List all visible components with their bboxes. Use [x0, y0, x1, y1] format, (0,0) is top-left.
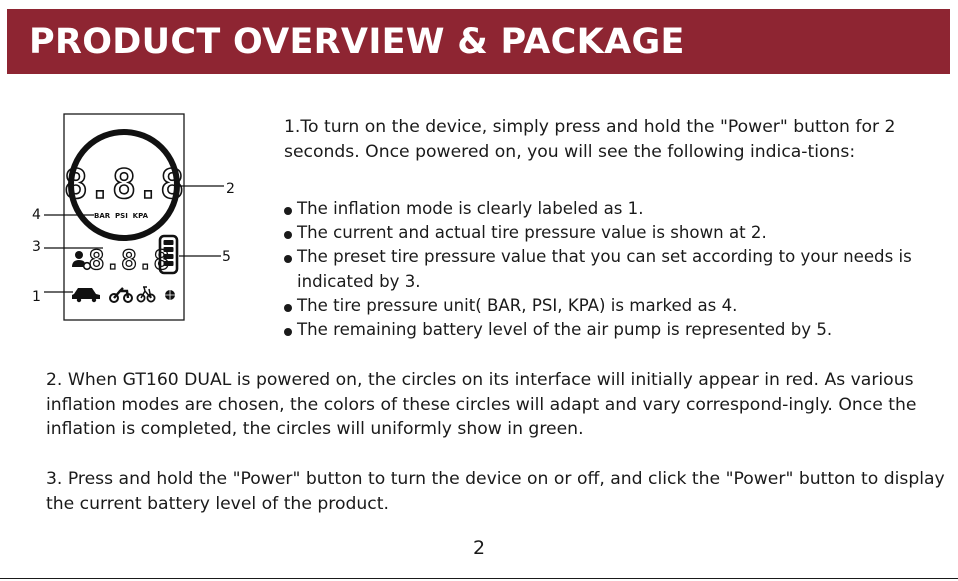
power-button-paragraph: 3. Press and hold the "Power" button to … [46, 469, 945, 514]
callout-3: 3 [32, 239, 41, 255]
pressure-ring [68, 129, 180, 241]
list-item-text: The preset tire pressure value that you … [297, 247, 912, 291]
list-item-text: The tire pressure unit( BAR, PSI, KPA) i… [297, 295, 738, 315]
callout-4: 4 [32, 207, 41, 223]
header-banner: PRODUCT OVERVIEW & PACKAGE [7, 9, 950, 74]
list-item: The remaining battery level of the air p… [284, 318, 944, 342]
page-number: 2 [472, 537, 486, 559]
indicator-list: The inflation mode is clearly labeled as… [284, 197, 944, 342]
list-item-text: The remaining battery level of the air p… [297, 320, 833, 340]
list-item: The tire pressure unit( BAR, PSI, KPA) i… [284, 294, 944, 318]
display-frame [63, 113, 185, 321]
car-icon [72, 288, 100, 303]
circle-color-paragraph: 2. When GT160 DUAL is powered on, the ci… [46, 370, 917, 440]
callout-5: 5 [222, 249, 231, 265]
ball-icon [165, 290, 175, 300]
bullet-dot-icon [284, 303, 292, 312]
list-item: The preset tire pressure value that you … [284, 245, 944, 293]
main-pressure-digits: 8.8.8 [64, 162, 184, 208]
battery-icon [158, 234, 179, 275]
bullet-dot-icon [284, 255, 292, 264]
user-gear-icon [72, 251, 92, 271]
display-diagram-svg: 8.8.8 BAR PSI KPA 8.8.8 [32, 113, 235, 321]
bullet-dot-icon [284, 231, 292, 240]
page-title: PRODUCT OVERVIEW & PACKAGE [29, 22, 685, 62]
callout-1: 1 [32, 289, 41, 305]
callout-2: 2 [226, 181, 235, 197]
power-on-intro: 1.To turn on the device, simply press an… [284, 117, 896, 162]
footer-divider [0, 578, 958, 579]
list-item: The current and actual tire pressure val… [284, 221, 944, 245]
bullet-dot-icon [284, 207, 292, 215]
bullet-dot-icon [284, 328, 292, 337]
list-item-text: The current and actual tire pressure val… [297, 223, 767, 243]
motorcycle-icon [109, 287, 133, 303]
display-diagram: 8.8.8 BAR PSI KPA 8.8.8 [28, 112, 250, 324]
list-item: The inflation mode is clearly labeled as… [284, 197, 944, 221]
unit-labels: BAR PSI KPA [94, 212, 149, 220]
bicycle-icon [136, 286, 156, 303]
preset-pressure-digits: 8.8.8 [88, 245, 169, 276]
list-item-text: The inflation mode is clearly labeled as… [297, 199, 644, 218]
